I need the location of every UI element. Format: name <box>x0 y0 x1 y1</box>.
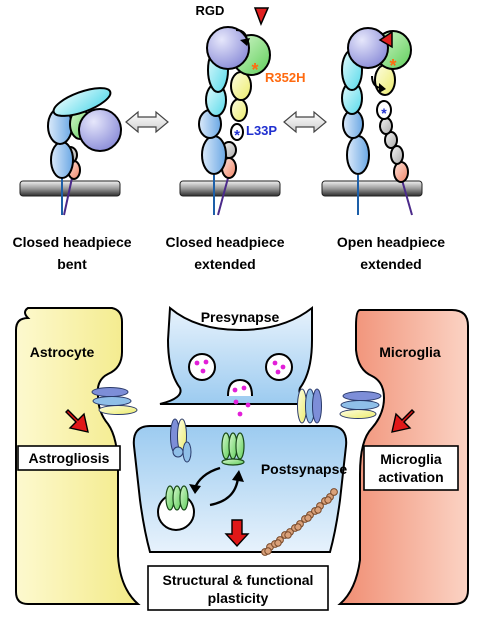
integrin-astro-synapse <box>91 387 138 415</box>
trafficking-arrowhead-out <box>232 470 244 482</box>
l33p-label: L33P <box>246 123 277 138</box>
double-arrow-2 <box>283 110 327 134</box>
rgd-label: RGD <box>196 3 225 18</box>
state3-line2: extended <box>360 256 421 272</box>
microglia-activation-line1: Microglia <box>380 451 442 467</box>
state1-line2: bent <box>57 256 87 272</box>
state2-line2: extended <box>194 256 255 272</box>
open-blue-star: * <box>381 105 387 121</box>
integrin-microglia-synapse <box>339 391 382 419</box>
plasticity-line1: Structural & functional <box>163 572 314 588</box>
plasticity-box <box>147 565 329 611</box>
postsynapse-label: Postsynapse <box>261 461 348 477</box>
membrane-3 <box>321 180 423 197</box>
microglia-red-arrow <box>391 409 415 433</box>
integrin-presynaptic-right <box>297 388 322 424</box>
double-arrow-1 <box>125 110 169 134</box>
state3-line1: Open headpiece <box>337 234 445 250</box>
synaptic-vesicles <box>188 353 293 417</box>
integrin-postsynaptic-left <box>170 418 192 463</box>
r352h-label: R352H <box>265 70 305 85</box>
l33p-star: * <box>234 127 240 144</box>
membrane-2 <box>179 180 281 197</box>
trafficking-arrowhead-in <box>189 484 201 494</box>
open-swing-arrowhead <box>379 83 386 93</box>
surface-receptor <box>221 432 245 466</box>
rgd-bound-triangle <box>378 30 393 49</box>
postsynapse-red-arrow <box>224 519 250 548</box>
astrocyte-red-arrow <box>65 409 89 433</box>
trafficking-arrow-out <box>209 477 240 507</box>
r352h-star: * <box>251 60 258 80</box>
microglia-label: Microglia <box>379 344 441 360</box>
astrogliosis-label: Astrogliosis <box>29 450 110 466</box>
actin-filament <box>261 488 338 556</box>
astrocyte-label: Astrocyte <box>30 344 95 360</box>
microglia-activation-box <box>363 445 459 491</box>
open-orange-star: * <box>389 56 396 76</box>
state1-line1: Closed headpiece <box>12 234 131 250</box>
presynapse-label: Presynapse <box>201 309 280 325</box>
microglia-activation-line2: activation <box>378 469 443 485</box>
integrin-closed-extended <box>198 26 271 216</box>
rgd-binding-arrowhead <box>240 38 250 46</box>
endocytosed-receptor <box>165 485 189 511</box>
astrogliosis-box <box>17 445 121 471</box>
plasticity-line2: plasticity <box>208 590 269 606</box>
rgd-ligand-triangle <box>253 7 270 26</box>
integrin-closed-bent <box>47 87 122 216</box>
state2-line1: Closed headpiece <box>165 234 284 250</box>
